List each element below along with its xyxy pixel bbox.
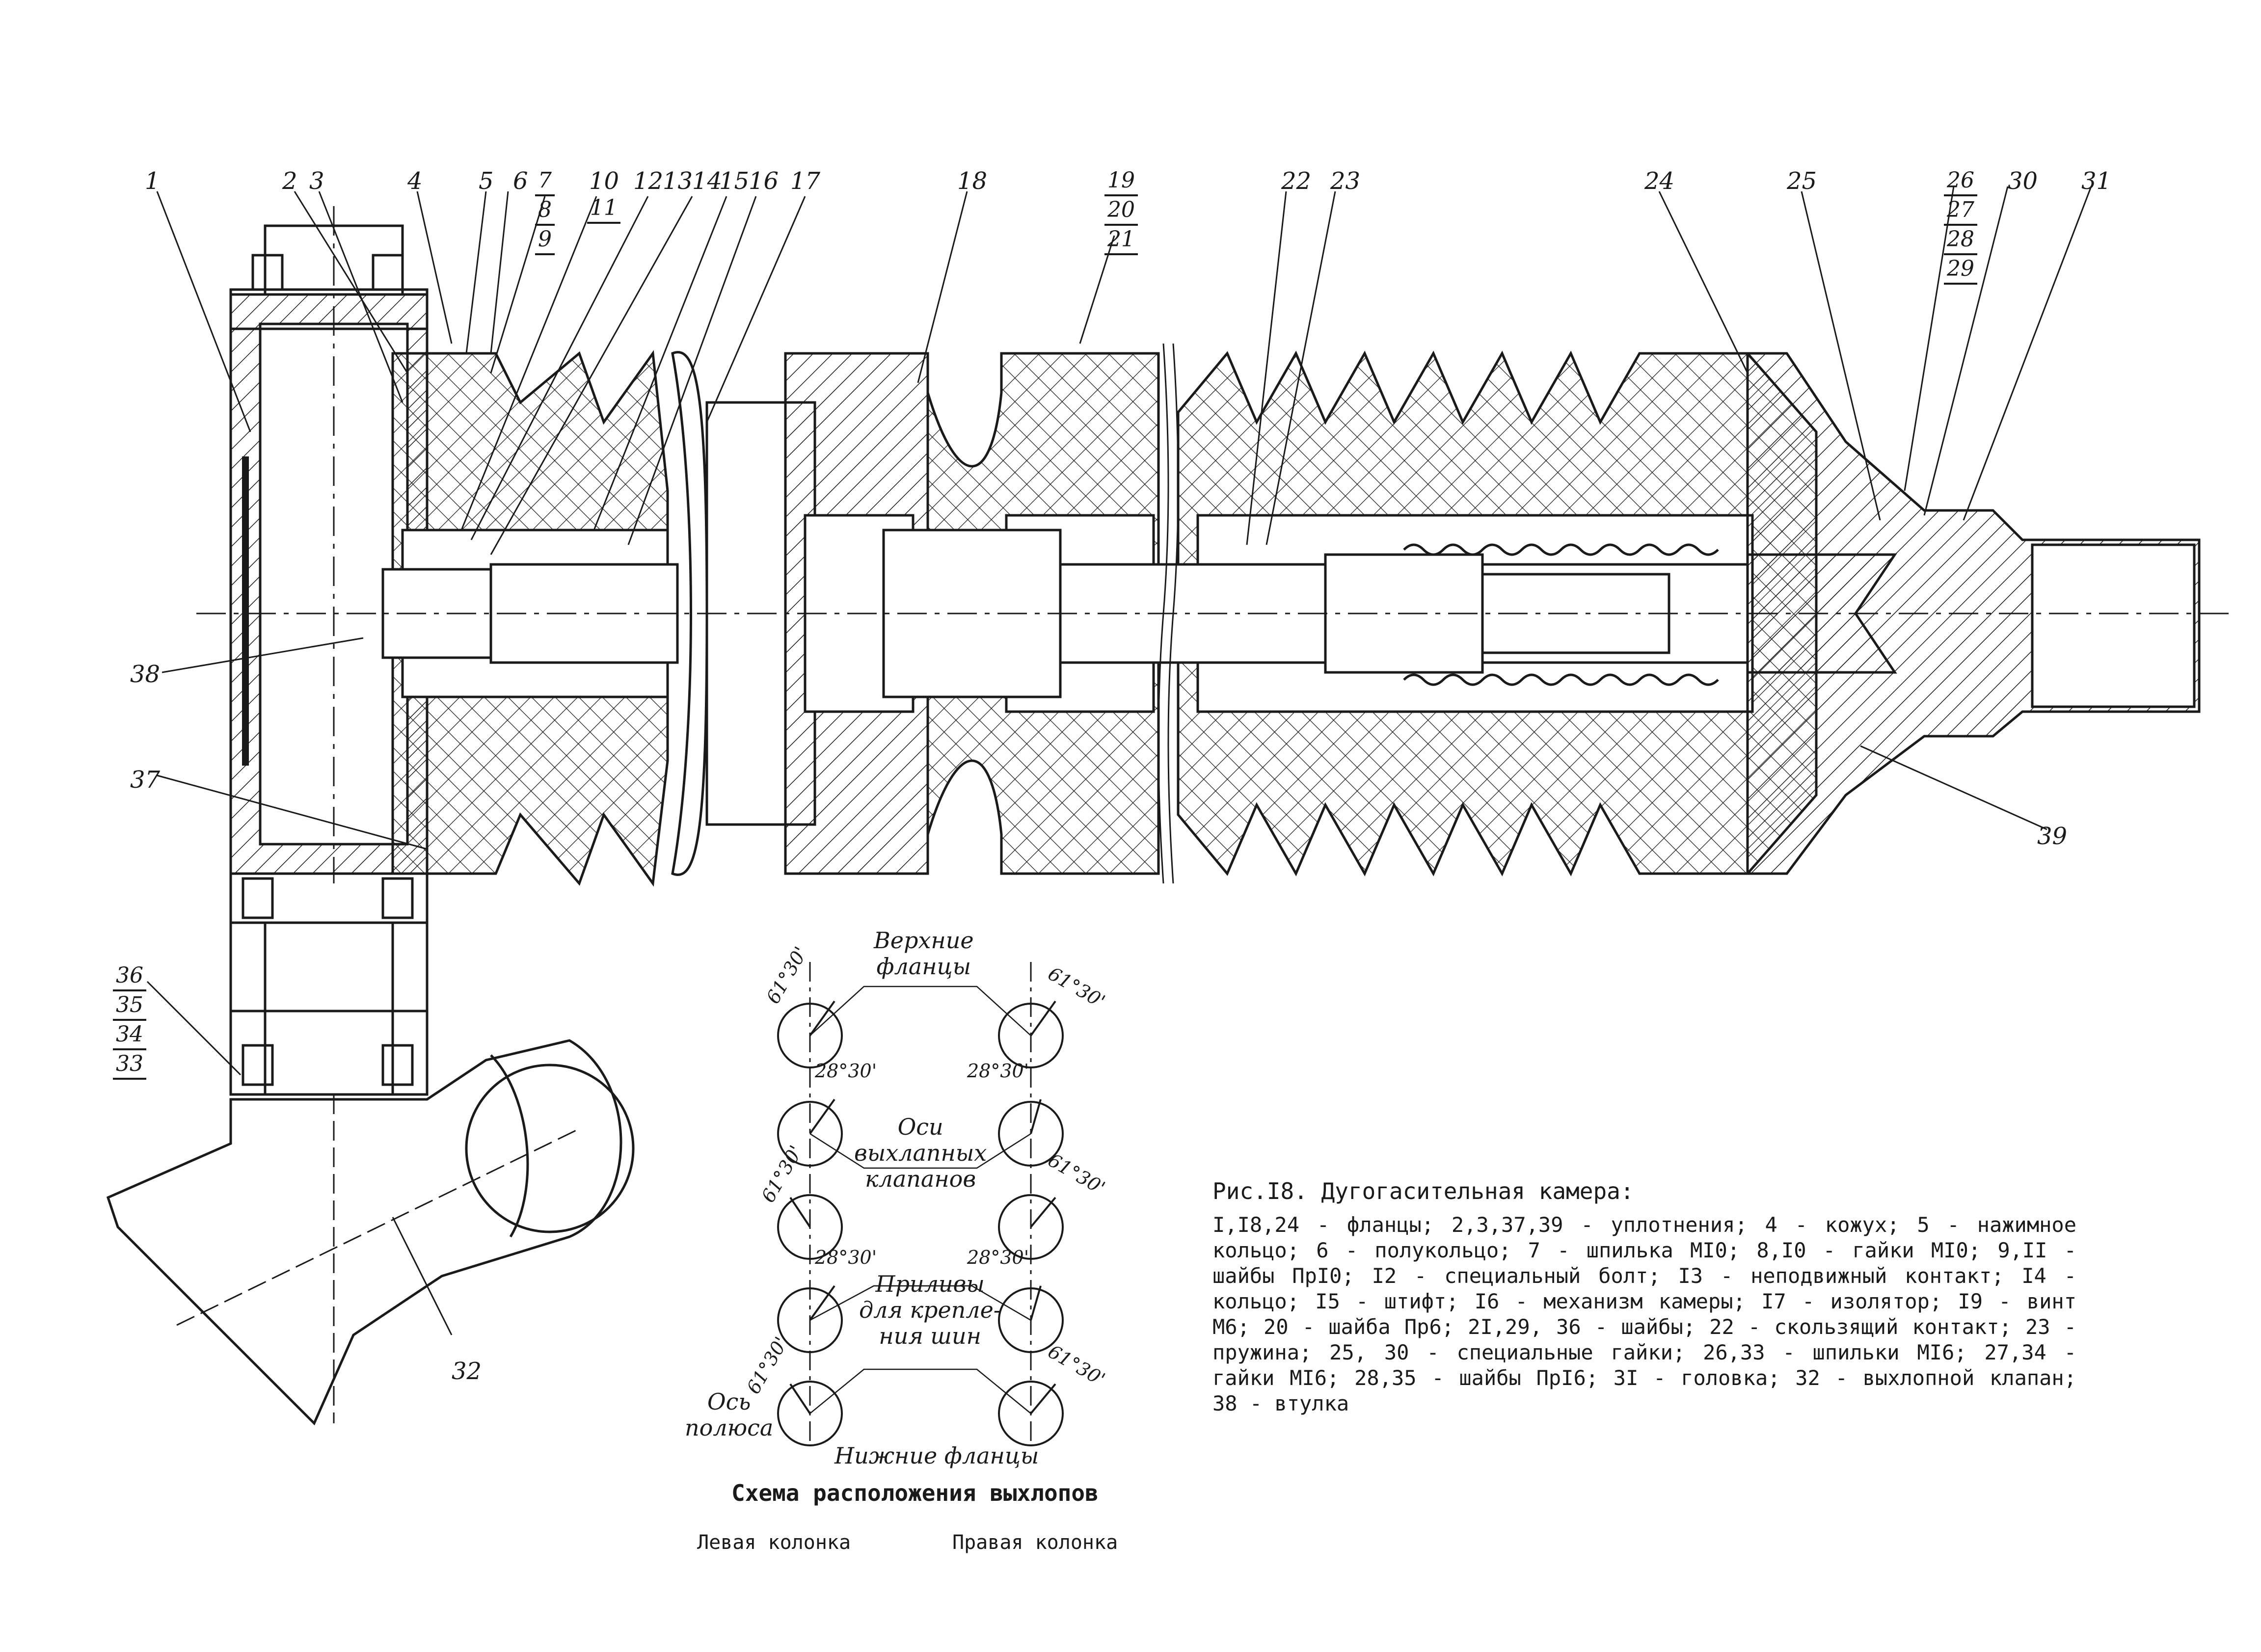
exhaust-schematic xyxy=(777,962,1064,1446)
figure-caption-title: Рис.I8. Дугогасительная камера: xyxy=(1212,1178,1634,1204)
right-lower-flange-circle xyxy=(998,1381,1064,1446)
label-part-12: 12 xyxy=(633,167,664,195)
schema-title: Схема расположения выхлопов xyxy=(731,1480,1099,1506)
schematic-lower-flanges: Нижние фланцы xyxy=(834,1442,1039,1469)
label-part-2: 2 xyxy=(282,167,297,195)
label-part-5: 5 xyxy=(479,167,494,195)
angle-label: 28°30' xyxy=(967,1247,1029,1268)
right-column-label: Правая колонка xyxy=(952,1531,1118,1554)
left-column-label: Левая колонка xyxy=(697,1531,851,1554)
angle-label: 28°30' xyxy=(815,1247,877,1268)
label-part-6: 6 xyxy=(513,167,528,195)
left-lower-flange-circle xyxy=(777,1381,843,1446)
label-part-31: 31 xyxy=(2081,167,2112,195)
label-part-24: 24 xyxy=(1644,167,1675,195)
label-part-37: 37 xyxy=(130,766,161,794)
right-upper-flange-circle xyxy=(998,1003,1064,1068)
flange-bolts xyxy=(242,254,414,1086)
label-part-16: 16 xyxy=(749,167,779,195)
label-part-1: 1 xyxy=(145,167,160,195)
label-part-22: 22 xyxy=(1281,167,1312,195)
angle-label: 28°30' xyxy=(815,1060,877,1082)
lower-column xyxy=(229,872,429,1423)
label-part-4: 4 xyxy=(407,167,423,195)
label-part-17: 17 xyxy=(790,167,821,195)
label-part-13: 13 xyxy=(663,167,693,195)
figure-caption-legend: I,I8,24 - фланцы; 2,3,37,39 - уплотнения… xyxy=(1212,1213,2076,1415)
label-part-38: 38 xyxy=(130,661,161,688)
left-upper-flange-circle xyxy=(777,1003,843,1068)
label-part-39: 39 xyxy=(2037,823,2068,850)
label-part-15: 15 xyxy=(719,167,750,195)
label-part-30: 30 xyxy=(2008,167,2038,195)
label-group-11: 11 xyxy=(587,194,620,224)
label-part-25: 25 xyxy=(1787,167,1817,195)
leader-lines xyxy=(146,186,2092,1335)
label-part-18: 18 xyxy=(957,167,988,195)
label-part-10: 10 xyxy=(589,167,619,195)
label-part-3: 3 xyxy=(309,167,324,195)
label-part-32: 32 xyxy=(452,1358,482,1385)
label-part-23: 23 xyxy=(1330,167,1361,195)
angle-label: 28°30' xyxy=(967,1060,1029,1082)
exhaust-valve xyxy=(106,1039,635,1426)
label-part-14: 14 xyxy=(692,167,723,195)
